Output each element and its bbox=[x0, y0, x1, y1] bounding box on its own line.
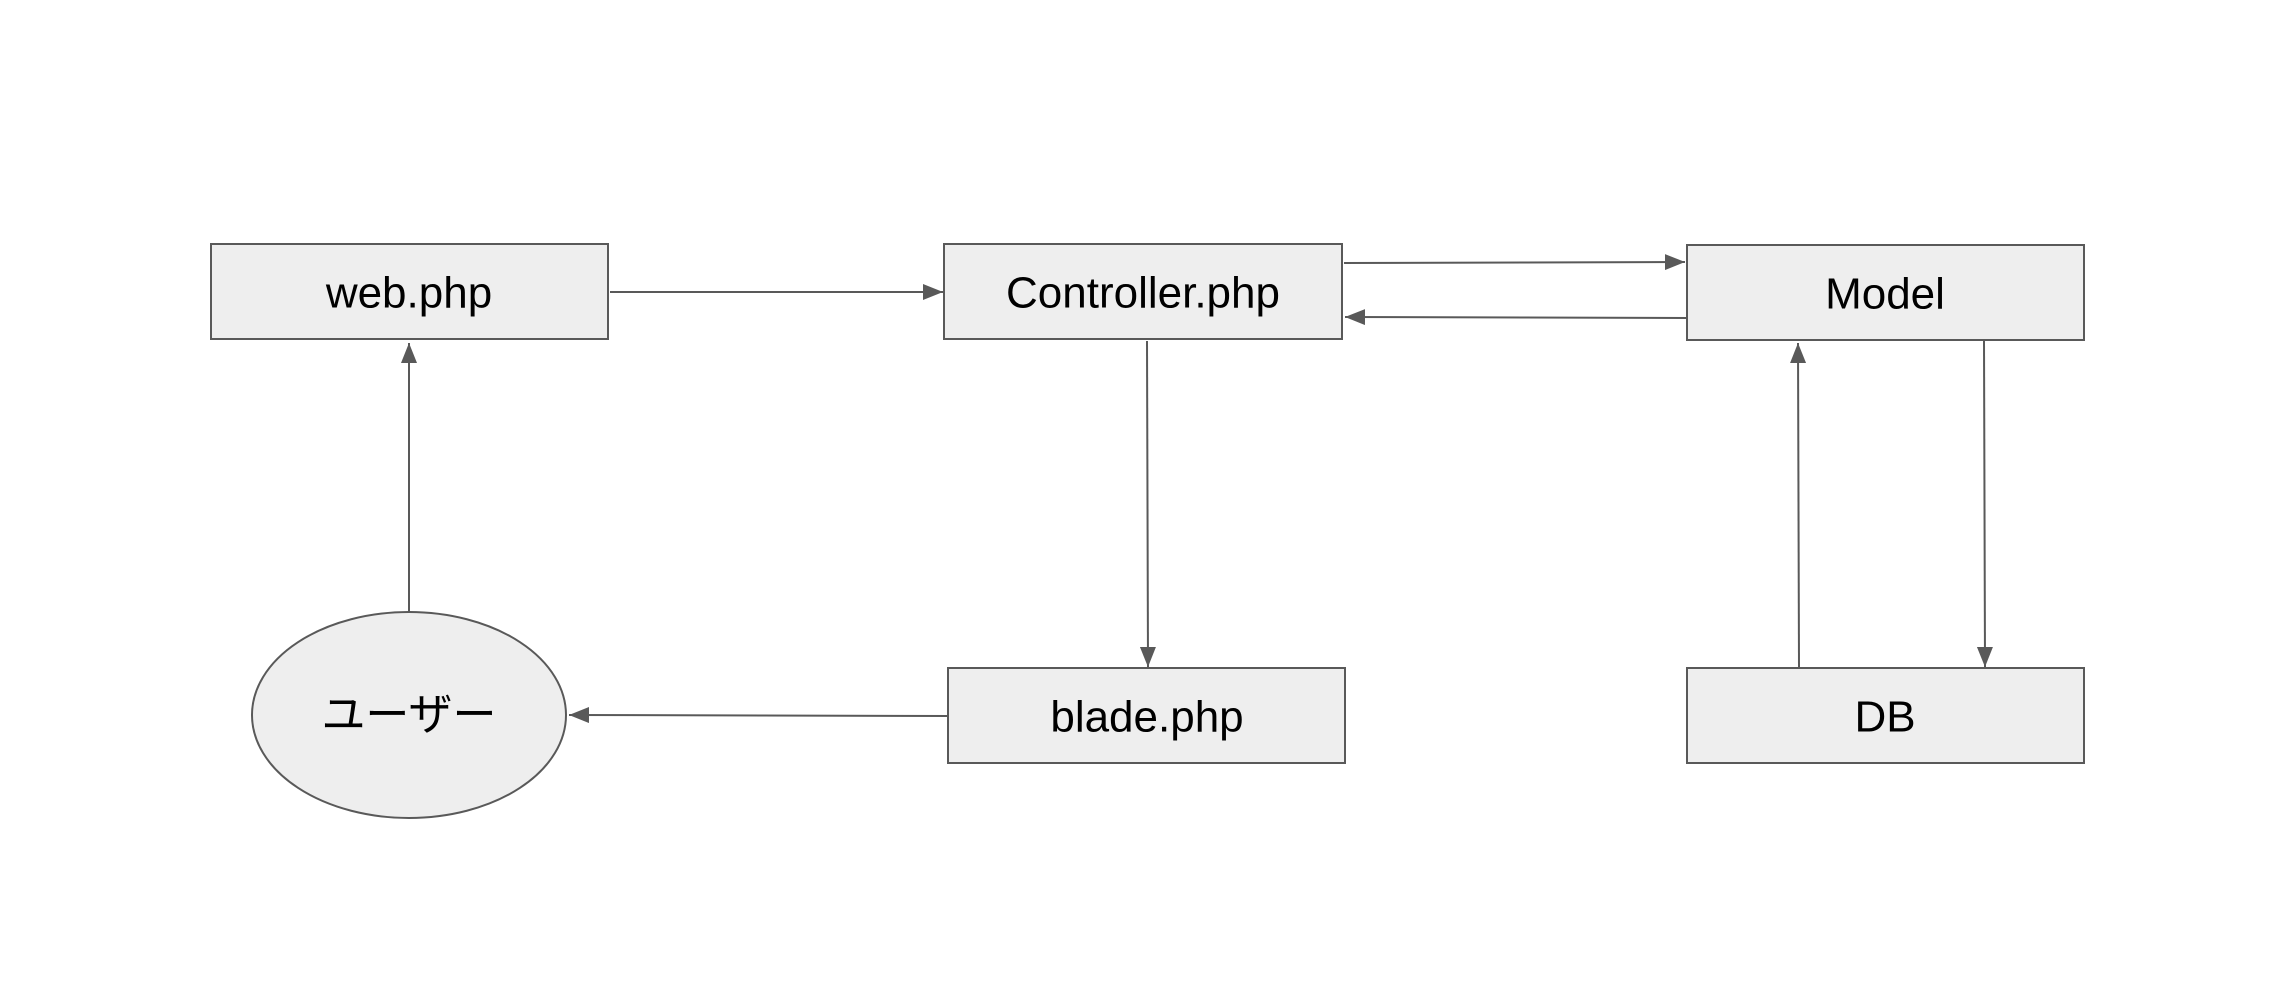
node-controller-box bbox=[943, 243, 1343, 340]
node-blade[interactable]: blade.php bbox=[947, 667, 1346, 764]
node-model[interactable]: Model bbox=[1686, 244, 2085, 341]
node-model-label: Model bbox=[1825, 270, 1945, 319]
connectors bbox=[401, 254, 1993, 724]
node-web-label: web.php bbox=[325, 269, 492, 318]
node-controller-label: Controller.php bbox=[1006, 269, 1280, 318]
node-model-box bbox=[1686, 244, 2085, 341]
node-db[interactable]: DB bbox=[1686, 667, 2085, 764]
node-web[interactable]: web.php bbox=[210, 243, 609, 340]
edge-controller-to-blade bbox=[1139, 340, 1156, 668]
node-db-label: DB bbox=[1854, 693, 1915, 742]
node-user-label: ユーザー bbox=[321, 691, 496, 740]
node-user-ellipse bbox=[251, 611, 567, 819]
edge-model-to-controller bbox=[1344, 309, 1689, 326]
node-web-box bbox=[210, 243, 609, 340]
edge-blade-to-user bbox=[568, 707, 950, 724]
edge-model-to-db bbox=[1976, 340, 1993, 668]
node-controller[interactable]: Controller.php bbox=[943, 243, 1343, 340]
edge-controller-to-model bbox=[1343, 254, 1686, 271]
node-blade-box bbox=[947, 667, 1346, 764]
edge-db-to-model bbox=[1790, 342, 1807, 669]
node-blade-label: blade.php bbox=[1050, 693, 1243, 742]
node-user[interactable]: ユーザー bbox=[251, 611, 567, 819]
node-db-box bbox=[1686, 667, 2085, 764]
